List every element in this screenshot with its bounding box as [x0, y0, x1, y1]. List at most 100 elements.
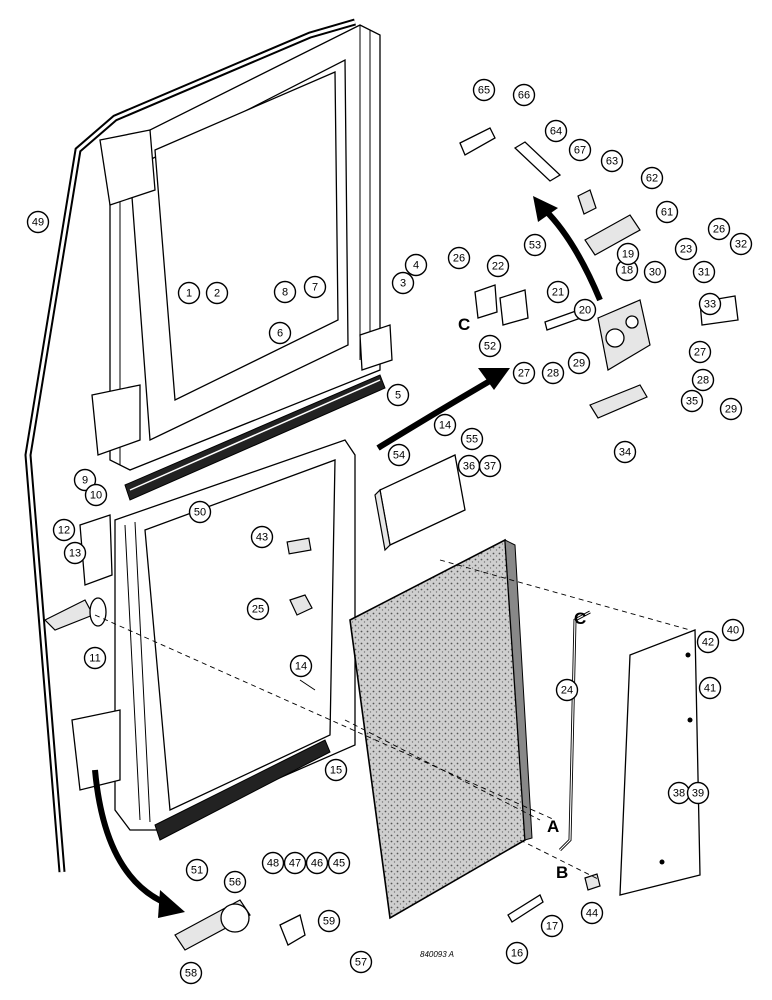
callout-circle	[472, 78, 496, 102]
callout-circle	[696, 630, 720, 654]
callout-circle	[721, 618, 745, 642]
callout-16: 16	[505, 941, 529, 965]
callout-number: 16	[511, 948, 523, 960]
callout-number: 64	[550, 126, 562, 138]
lock-bracket	[359, 324, 393, 371]
callout-number: 52	[484, 341, 496, 353]
callout-number: 33	[704, 299, 716, 311]
callout-number: 1	[186, 288, 192, 300]
callout-45: 45	[327, 851, 351, 875]
callout-46: 46	[305, 851, 329, 875]
callout-20: 20	[573, 298, 597, 322]
arrow-to-handle-group	[542, 207, 603, 302]
callout-number: 29	[573, 358, 585, 370]
callout-number: 40	[727, 625, 739, 637]
upper-window-frame	[91, 24, 381, 471]
callout-circle	[246, 597, 270, 621]
callout-42: 42	[696, 630, 720, 654]
callout-circle	[179, 961, 203, 985]
callout-circle	[573, 298, 597, 322]
callout-circle	[692, 260, 716, 284]
callout-number: 3	[400, 278, 406, 290]
callout-number: 6	[277, 328, 283, 340]
lower-door-frame	[71, 439, 356, 831]
callout-49: 49	[26, 210, 50, 234]
callout-56: 56	[223, 870, 247, 894]
callout-36: 36	[457, 454, 481, 478]
callout-number: 5	[395, 390, 401, 402]
clip	[279, 914, 306, 946]
section-letter-b: B	[556, 863, 568, 882]
callout-15: 15	[324, 758, 348, 782]
callout-circle	[523, 233, 547, 257]
callout-66: 66	[512, 83, 536, 107]
callout-circle	[555, 678, 579, 702]
callout-29b: 29	[719, 397, 743, 421]
callout-circle	[324, 758, 348, 782]
callout-number: 50	[194, 507, 206, 519]
callout-number: 41	[704, 683, 716, 695]
callout-11: 11	[83, 646, 107, 670]
callout-number: 39	[692, 788, 704, 800]
callout-circle	[289, 654, 313, 678]
callout-10: 10	[84, 483, 108, 507]
callout-8: 8	[273, 280, 297, 304]
callout-17: 17	[540, 914, 564, 938]
callout-number: 21	[552, 287, 564, 299]
callout-circle	[541, 361, 565, 385]
callout-34: 34	[613, 440, 637, 464]
callout-31: 31	[692, 260, 716, 284]
callout-circle	[655, 200, 679, 224]
callout-number: 61	[661, 207, 673, 219]
callout-25: 25	[246, 597, 270, 621]
callout-circle	[177, 281, 201, 305]
callout-50: 50	[188, 500, 212, 524]
callout-61: 61	[655, 200, 679, 224]
callout-number: 58	[185, 968, 197, 980]
callout-circle	[52, 518, 76, 542]
callout-3: 3	[391, 271, 415, 295]
callout-circle	[188, 500, 212, 524]
callout-circle	[303, 275, 327, 299]
callout-24: 24	[555, 678, 579, 702]
callout-number: 13	[69, 548, 81, 560]
callout-14a: 14	[433, 413, 457, 437]
callout-21: 21	[546, 280, 570, 304]
callout-circle	[568, 138, 592, 162]
callout-number: 28	[697, 375, 709, 387]
callout-19: 19	[616, 242, 640, 266]
callout-52: 52	[478, 334, 502, 358]
callout-62: 62	[640, 166, 664, 190]
callout-number: 65	[478, 85, 490, 97]
callout-circle	[261, 851, 285, 875]
callout-28b: 28	[691, 368, 715, 392]
callout-35: 35	[680, 389, 704, 413]
callout-number: 12	[58, 525, 70, 537]
callout-circle	[707, 217, 731, 241]
callout-63: 63	[600, 149, 624, 173]
callout-number: 38	[673, 788, 685, 800]
arrow-to-handle-detail	[92, 769, 172, 908]
callout-circle	[391, 271, 415, 295]
callout-number: 55	[466, 434, 478, 446]
callout-2: 2	[205, 281, 229, 305]
pad	[286, 537, 312, 555]
callout-circle	[478, 454, 502, 478]
callout-circle	[205, 281, 229, 305]
callout-5: 5	[386, 383, 410, 407]
callout-44: 44	[580, 901, 604, 925]
callout-32: 32	[729, 232, 753, 256]
callout-64: 64	[544, 119, 568, 143]
callout-27a: 27	[512, 361, 536, 385]
callout-circle	[688, 340, 712, 364]
callout-circle	[600, 149, 624, 173]
door-latch	[597, 299, 651, 371]
callout-circle	[460, 427, 484, 451]
section-letter-c-rod: C	[574, 609, 586, 628]
callout-43: 43	[250, 525, 274, 549]
callout-circle	[512, 83, 536, 107]
latch-lever	[589, 384, 648, 419]
callout-33: 33	[698, 292, 722, 316]
callout-circle	[26, 210, 50, 234]
callout-number: 27	[518, 368, 530, 380]
